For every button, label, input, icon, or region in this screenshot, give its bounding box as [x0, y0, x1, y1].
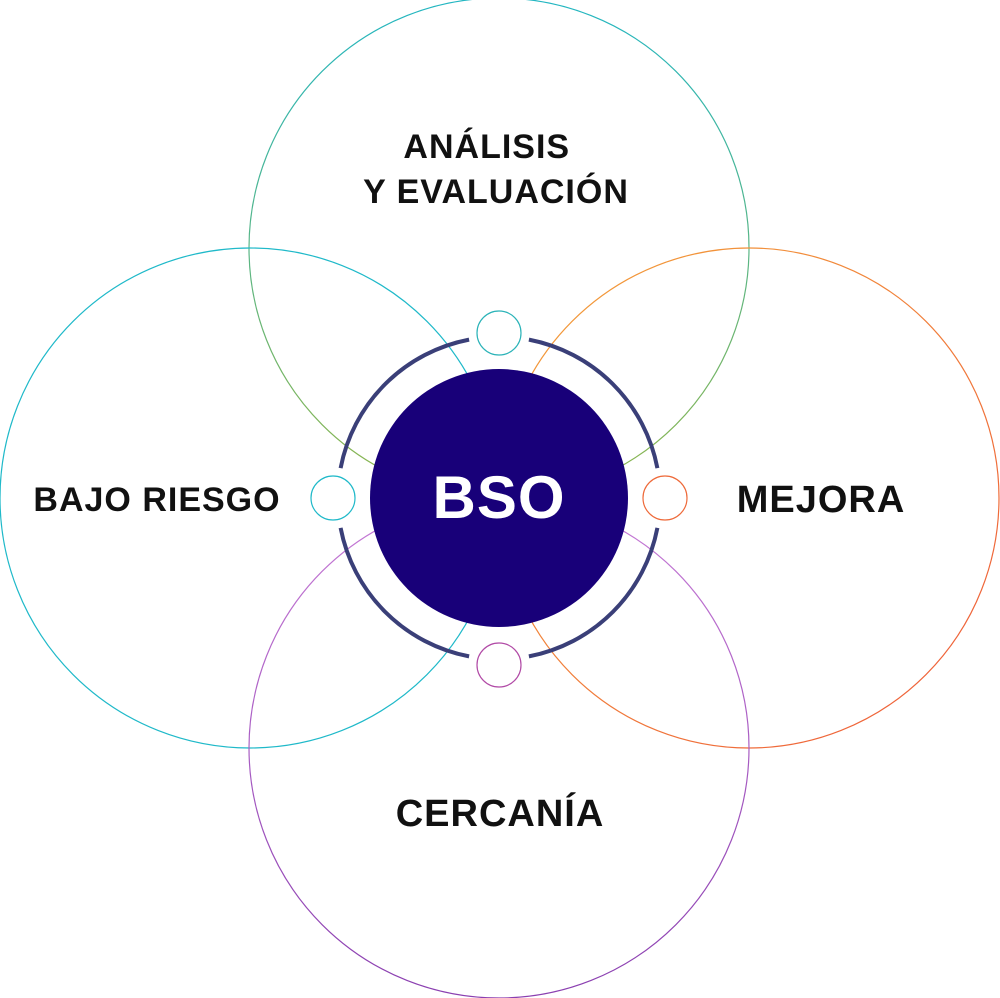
connector-left — [310, 475, 356, 521]
connector-bottom — [476, 642, 522, 688]
center-label: BSO — [432, 464, 565, 531]
label-top-line-1: ANÁLISIS — [403, 128, 570, 166]
label-top: ANÁLISIS Y EVALUACIÓN — [363, 128, 629, 211]
ring-arc-top-left — [338, 337, 470, 469]
label-right: MEJORA — [737, 479, 906, 521]
label-bottom: CERCANÍA — [396, 791, 605, 835]
label-left: BAJO RIESGO — [33, 481, 280, 519]
ring-arc-bottom-left — [338, 527, 470, 659]
connector-top — [476, 310, 522, 356]
center-circle — [370, 369, 628, 627]
label-top-line-2: Y EVALUACIÓN — [363, 173, 629, 211]
ring-arc-bottom-right — [528, 527, 660, 659]
connector-right — [642, 475, 688, 521]
center-ring — [338, 337, 660, 659]
ring-arc-top-right — [528, 337, 660, 469]
